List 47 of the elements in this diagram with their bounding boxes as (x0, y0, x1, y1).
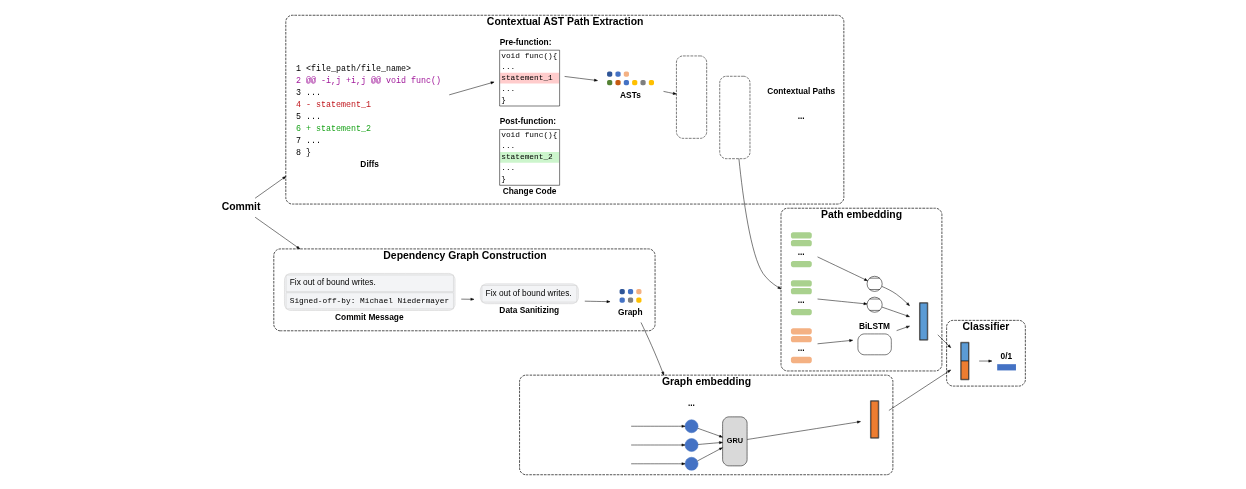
arrow (978, 359, 992, 362)
node-label: Data Sanitizing (498, 304, 559, 315)
node-box (857, 333, 892, 355)
label: ... (687, 397, 695, 408)
node-circle (684, 456, 698, 471)
arrow (254, 175, 286, 198)
arrow (630, 443, 685, 446)
node-circle (684, 418, 698, 433)
node-box (718, 75, 750, 159)
node-label: Post-function: (499, 115, 556, 126)
arrow (816, 338, 853, 344)
arrow (630, 424, 685, 428)
arrow (816, 298, 867, 305)
arrow (630, 461, 685, 465)
arrow (746, 420, 861, 440)
arrow (816, 256, 868, 281)
arrow (584, 299, 610, 303)
arrow (563, 75, 598, 82)
node-label: 0/1 (1000, 350, 1012, 361)
arrow (697, 440, 723, 445)
arrow (640, 321, 664, 375)
arrow (881, 285, 910, 306)
arrow (696, 446, 723, 461)
node-box (675, 55, 707, 139)
node-box (996, 363, 1016, 370)
arrow (888, 369, 951, 411)
arrow (697, 427, 723, 437)
arrow (937, 334, 951, 348)
node-label: Change Code (502, 185, 556, 196)
node-label: BiLSTM (858, 320, 890, 331)
label: ... (797, 110, 805, 121)
arrow (460, 297, 474, 301)
node-text: 1 <file_path/file_name> 2 @@ -i,j +i,j @@ void func() 3 ... 4 - statement_1 5 ... 6 + statement_2 7 ... 8 } (295, 63, 441, 158)
label: Contextual Paths (766, 85, 835, 96)
arrow (254, 216, 300, 249)
node-label: Diffs (359, 158, 379, 169)
node-label: ASTs (619, 89, 641, 100)
node-label: Pre-function: (499, 36, 551, 47)
arrow (895, 325, 910, 331)
arrow (738, 158, 781, 289)
arrow (881, 306, 910, 317)
arrow (662, 90, 677, 95)
node-label: Commit Message (334, 311, 404, 322)
node-text: Commit (221, 200, 260, 212)
arrow (448, 81, 494, 95)
node-label: Graph (617, 306, 643, 317)
node-circle (684, 437, 698, 452)
